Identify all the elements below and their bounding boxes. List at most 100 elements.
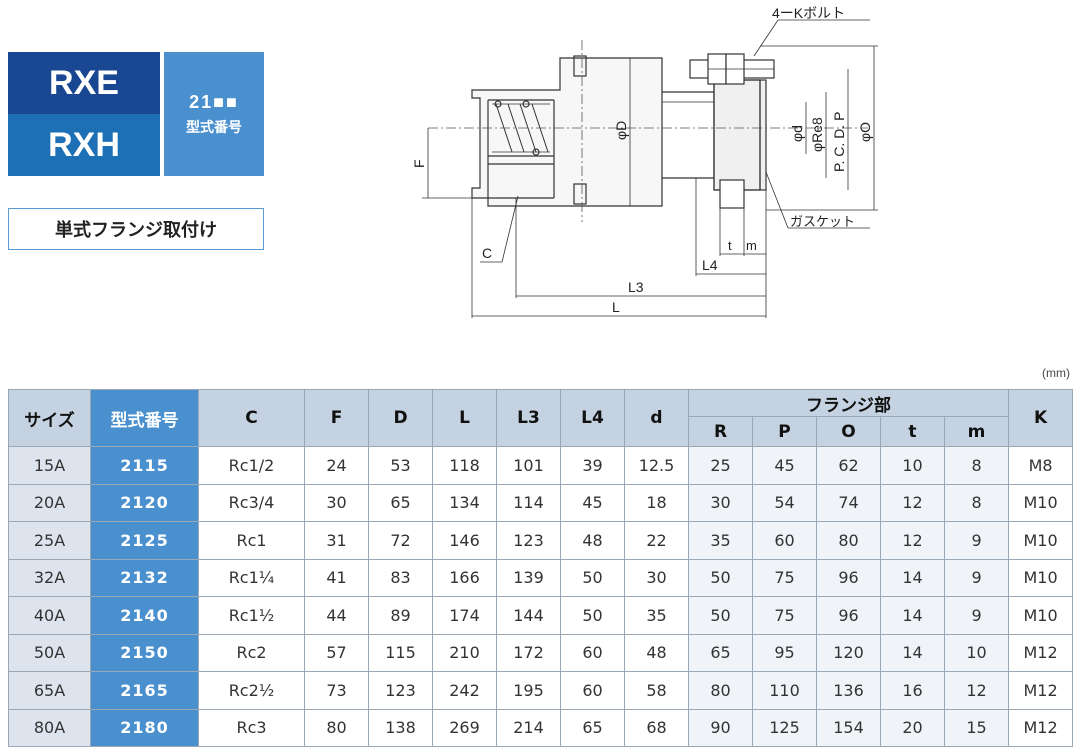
header-t: t <box>880 416 945 447</box>
header-D: D <box>368 389 433 447</box>
table-row: 20A 2120 Rc3/4 30 65 134 114 45 18 30 54… <box>8 483 1074 522</box>
cell-t: 14 <box>880 596 945 635</box>
cell-d: 68 <box>624 708 689 747</box>
table-row: 65A 2165 Rc2½ 73 123 242 195 60 58 80 11… <box>8 671 1074 710</box>
table-row: 32A 2132 Rc1¼ 41 83 166 139 50 30 50 75 … <box>8 558 1074 597</box>
cell-C: Rc1/2 <box>198 446 305 485</box>
cell-d: 12.5 <box>624 446 689 485</box>
cell-model: 2140 <box>90 596 199 635</box>
cell-D: 89 <box>368 596 433 635</box>
cell-model: 2180 <box>90 708 199 747</box>
header-R: R <box>688 416 753 447</box>
cell-D: 65 <box>368 483 433 522</box>
cell-K: M8 <box>1008 446 1074 485</box>
cell-O: 62 <box>816 446 881 485</box>
cell-K: M12 <box>1008 671 1074 710</box>
cell-F: 44 <box>304 596 369 635</box>
cell-P: 125 <box>752 708 817 747</box>
dim-m: m <box>746 238 757 253</box>
series-badge: RXE RXH 21■■ 型式番号 <box>8 52 264 176</box>
header-size: サイズ <box>8 389 91 447</box>
cell-L4: 60 <box>560 671 625 710</box>
cell-C: Rc1¼ <box>198 558 305 597</box>
badge-separator <box>160 52 164 176</box>
cell-D: 123 <box>368 671 433 710</box>
cell-P: 75 <box>752 558 817 597</box>
header-L3: L3 <box>496 389 561 447</box>
cell-m: 9 <box>943 558 1010 597</box>
cell-R: 65 <box>688 633 753 672</box>
table-row: 15A 2115 Rc1/2 24 53 118 101 39 12.5 25 … <box>8 446 1074 485</box>
cell-size: 40A <box>8 596 91 635</box>
cell-C: Rc1 <box>198 521 305 560</box>
cell-F: 31 <box>304 521 369 560</box>
cell-model: 2120 <box>90 483 199 522</box>
dim-L4: L4 <box>702 257 718 273</box>
cell-O: 154 <box>816 708 881 747</box>
cell-m: 9 <box>943 596 1010 635</box>
cell-P: 54 <box>752 483 817 522</box>
cell-D: 53 <box>368 446 433 485</box>
cell-P: 95 <box>752 633 817 672</box>
dim-L3: L3 <box>628 279 644 295</box>
cell-L: 174 <box>432 596 497 635</box>
unit-label: (mm) <box>1042 366 1070 380</box>
cell-size: 15A <box>8 446 91 485</box>
cell-O: 136 <box>816 671 881 710</box>
cell-L3: 114 <box>496 483 561 522</box>
cell-L3: 172 <box>496 633 561 672</box>
cell-D: 83 <box>368 558 433 597</box>
cell-C: Rc2 <box>198 633 305 672</box>
header-m: m <box>943 416 1010 447</box>
cell-L3: 144 <box>496 596 561 635</box>
cell-m: 10 <box>943 633 1010 672</box>
header-L: L <box>432 389 497 447</box>
spec-table: サイズ 型式番号 C F D L L3 L4 d フランジ部 K R P O t… <box>8 389 1074 747</box>
mounting-type-label: 単式フランジ取付け <box>8 208 264 250</box>
cell-size: 50A <box>8 633 91 672</box>
cell-model: 2132 <box>90 558 199 597</box>
cell-R: 25 <box>688 446 753 485</box>
cell-F: 80 <box>304 708 369 747</box>
cell-P: 110 <box>752 671 817 710</box>
cell-size: 32A <box>8 558 91 597</box>
cell-L: 118 <box>432 446 497 485</box>
cell-L: 210 <box>432 633 497 672</box>
table-row: 25A 2125 Rc1 31 72 146 123 48 22 35 60 8… <box>8 521 1074 560</box>
cell-F: 30 <box>304 483 369 522</box>
cell-model: 2165 <box>90 671 199 710</box>
cell-d: 18 <box>624 483 689 522</box>
cell-R: 50 <box>688 596 753 635</box>
dim-d: φd <box>789 125 805 142</box>
cell-t: 16 <box>880 671 945 710</box>
cell-t: 12 <box>880 521 945 560</box>
cell-C: Rc3 <box>198 708 305 747</box>
cell-R: 30 <box>688 483 753 522</box>
cell-P: 60 <box>752 521 817 560</box>
cell-O: 96 <box>816 596 881 635</box>
cell-L3: 139 <box>496 558 561 597</box>
cell-L: 134 <box>432 483 497 522</box>
cell-D: 138 <box>368 708 433 747</box>
cell-size: 80A <box>8 708 91 747</box>
dim-C: C <box>482 245 492 261</box>
cell-K: M10 <box>1008 521 1074 560</box>
model-number-label: 型式番号 <box>186 119 242 136</box>
dim-t: t <box>728 238 732 253</box>
header-d: d <box>624 389 689 447</box>
cell-D: 72 <box>368 521 433 560</box>
cell-C: Rc2½ <box>198 671 305 710</box>
cell-P: 45 <box>752 446 817 485</box>
cell-L: 166 <box>432 558 497 597</box>
gasket-label: ガスケット <box>790 214 855 229</box>
cell-R: 35 <box>688 521 753 560</box>
cell-model: 2150 <box>90 633 199 672</box>
cell-L3: 101 <box>496 446 561 485</box>
cell-m: 8 <box>943 483 1010 522</box>
cell-L3: 123 <box>496 521 561 560</box>
header-model: 型式番号 <box>90 389 199 447</box>
cell-K: M10 <box>1008 558 1074 597</box>
cell-d: 48 <box>624 633 689 672</box>
cell-L4: 50 <box>560 558 625 597</box>
cell-L3: 214 <box>496 708 561 747</box>
